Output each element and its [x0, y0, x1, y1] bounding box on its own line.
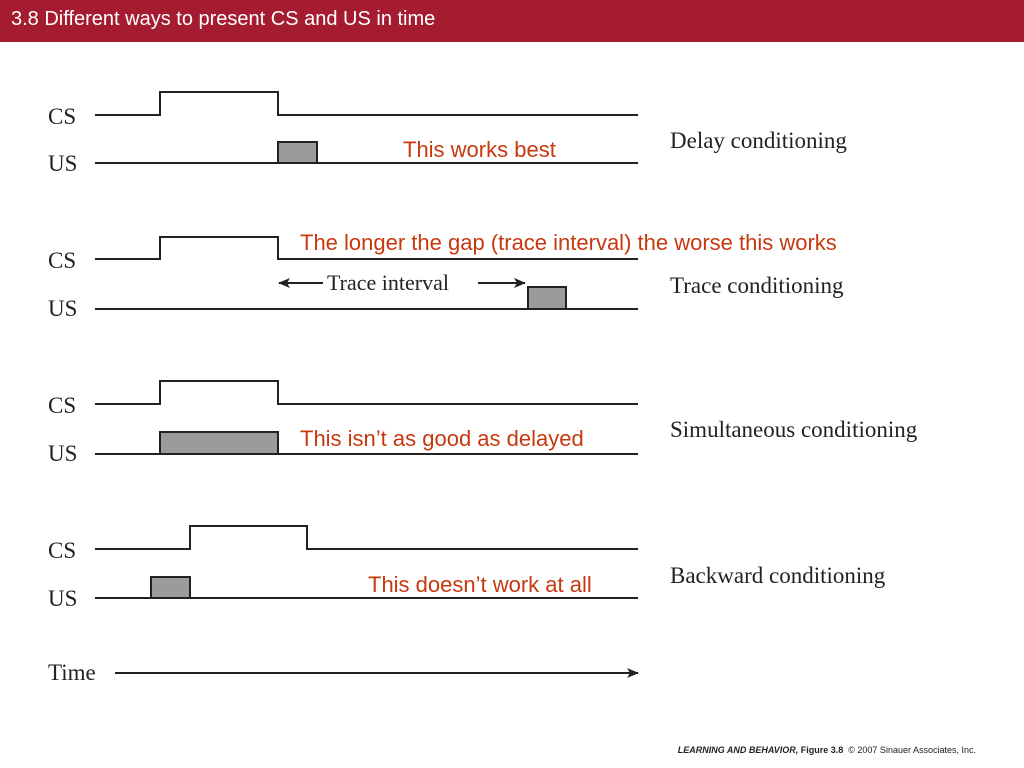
annotation-simultaneous: This isn’t as good as delayed	[300, 426, 584, 451]
us-pulse	[150, 576, 191, 599]
us-label: US	[48, 586, 77, 611]
us-pulse	[277, 141, 318, 164]
row-trace: CS US Trace interval Trace conditioning	[48, 236, 844, 321]
cs-signal-line	[95, 525, 638, 550]
slide-header: 3.8 Different ways to present CS and US …	[0, 0, 1024, 42]
slide-title: 3.8 Different ways to present CS and US …	[11, 8, 436, 30]
figure-credit: LEARNING AND BEHAVIOR, Figure 3.8 © 2007…	[678, 745, 976, 755]
row-delay: CS US Delay conditioning	[48, 91, 847, 176]
us-label: US	[48, 441, 77, 466]
row-backward: CS US Backward conditioning	[48, 525, 886, 611]
credit-figure: Figure 3.8	[800, 745, 844, 755]
condition-label: Backward conditioning	[670, 563, 886, 588]
cs-label: CS	[48, 538, 76, 563]
annotation-backward: This doesn’t work at all	[368, 572, 592, 597]
us-signal-line	[95, 141, 638, 164]
credit-copyright: © 2007 Sinauer Associates, Inc.	[848, 745, 976, 755]
cs-signal-line	[95, 236, 638, 260]
us-pulse	[159, 431, 279, 455]
cs-label: CS	[48, 248, 76, 273]
condition-label: Simultaneous conditioning	[670, 417, 918, 442]
condition-label: Trace conditioning	[670, 273, 844, 298]
annotation-trace: The longer the gap (trace interval) the …	[300, 230, 837, 255]
cs-signal-line	[95, 91, 638, 116]
cs-label: CS	[48, 393, 76, 418]
row-simultaneous: CS US Simultaneous conditioning	[48, 380, 918, 466]
time-label: Time	[48, 660, 96, 685]
us-pulse	[527, 286, 567, 310]
trace-interval-label: Trace interval	[327, 270, 449, 295]
us-label: US	[48, 151, 77, 176]
condition-label: Delay conditioning	[670, 128, 847, 153]
time-axis: Time	[48, 660, 639, 685]
cs-label: CS	[48, 104, 76, 129]
annotation-delay: This works best	[403, 137, 556, 162]
cs-signal-line	[95, 380, 638, 405]
us-label: US	[48, 296, 77, 321]
credit-book: LEARNING AND BEHAVIOR,	[677, 745, 799, 755]
